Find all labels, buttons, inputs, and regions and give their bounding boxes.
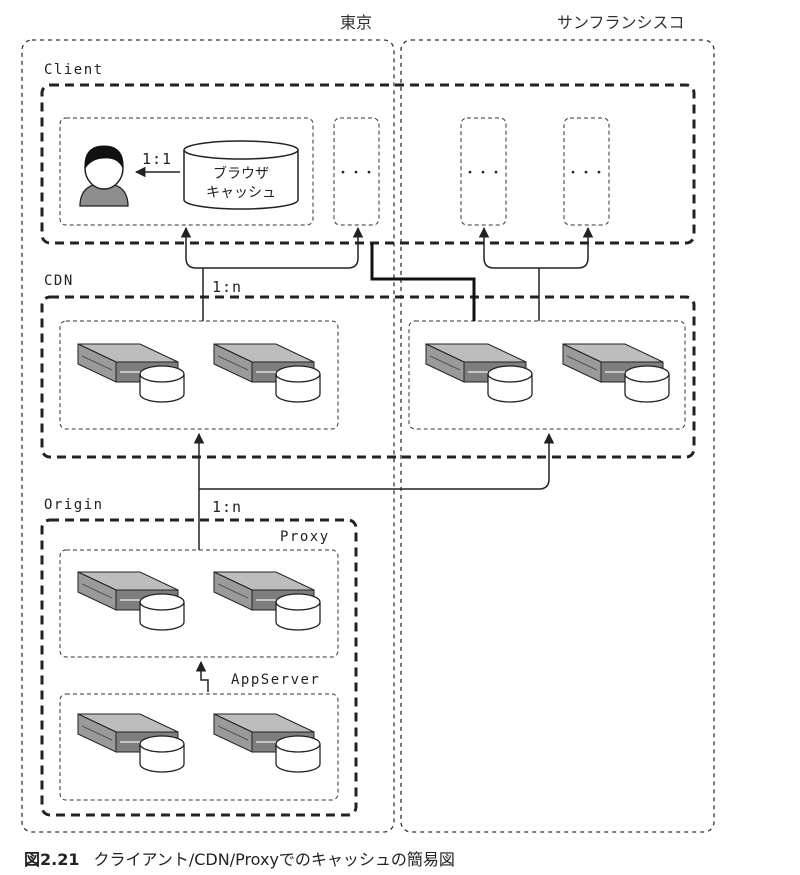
ellipsis-sf-1: ・・・ [463, 166, 502, 181]
cdn-label: CDN [44, 273, 74, 289]
browser-cache-label-2: キャッシュ [206, 185, 276, 201]
region-tokyo-title: 東京 [340, 13, 372, 32]
client-main-box [59, 117, 314, 226]
figure-number: 図2.21 [24, 850, 80, 869]
origin-group-box [40, 518, 358, 817]
appserver-to-proxy-arrow [195, 660, 209, 692]
figure-caption-text: クライアント/CDN/Proxyでのキャッシュの簡易図 [93, 850, 455, 869]
cdn-tokyo-box [59, 320, 339, 430]
region-sf-title: サンフランシスコ [557, 13, 685, 32]
cdn-sf-to-clients-arrows [478, 226, 594, 321]
proxy-server-2 [213, 571, 321, 631]
cdn-tokyo-to-clients-arrows [180, 226, 364, 321]
client-sf-2 [563, 117, 610, 226]
appserver-server-1 [77, 713, 185, 773]
cdn-sf-server-2 [562, 343, 670, 403]
browser-cache-cylinder [183, 140, 299, 210]
cdn-sf-server-1 [425, 343, 533, 403]
region-tokyo-box [21, 39, 395, 833]
origin-label: Origin [44, 497, 104, 513]
ratio-user-cache: 1:1 [142, 150, 172, 168]
proxy-server-1 [77, 571, 185, 631]
cdn-group-box [40, 295, 696, 459]
cache-architecture-diagram: 東京 サンフランシスコ Client 1:1 ブラウザ キャッシュ ・・・ ・・… [21, 13, 715, 833]
client-group-box [40, 83, 696, 245]
cross-region-bold-line [370, 243, 476, 321]
proxy-to-cdn-arrows [193, 432, 555, 550]
ratio-origin-cdn: 1:n [212, 498, 242, 516]
ratio-cdn-client: 1:n [212, 278, 242, 296]
cdn-tokyo-server-1 [77, 343, 185, 403]
ellipsis-tokyo: ・・・ [336, 166, 375, 181]
cdn-tokyo-server-2 [213, 343, 321, 403]
appserver-label: AppServer [231, 672, 320, 688]
figure-caption: 図2.21 クライアント/CDN/Proxyでのキャッシュの簡易図 [24, 846, 455, 870]
client-label: Client [44, 62, 104, 78]
appserver-server-2 [213, 713, 321, 773]
browser-cache-label-1: ブラウザ [213, 165, 269, 182]
client-sf-1 [460, 117, 507, 226]
client-tokyo-other [333, 117, 380, 226]
ellipsis-sf-2: ・・・ [566, 166, 605, 181]
region-sf-box [400, 39, 715, 833]
appserver-box [59, 693, 339, 801]
proxy-label: Proxy [280, 529, 330, 545]
user-icon [79, 145, 129, 207]
